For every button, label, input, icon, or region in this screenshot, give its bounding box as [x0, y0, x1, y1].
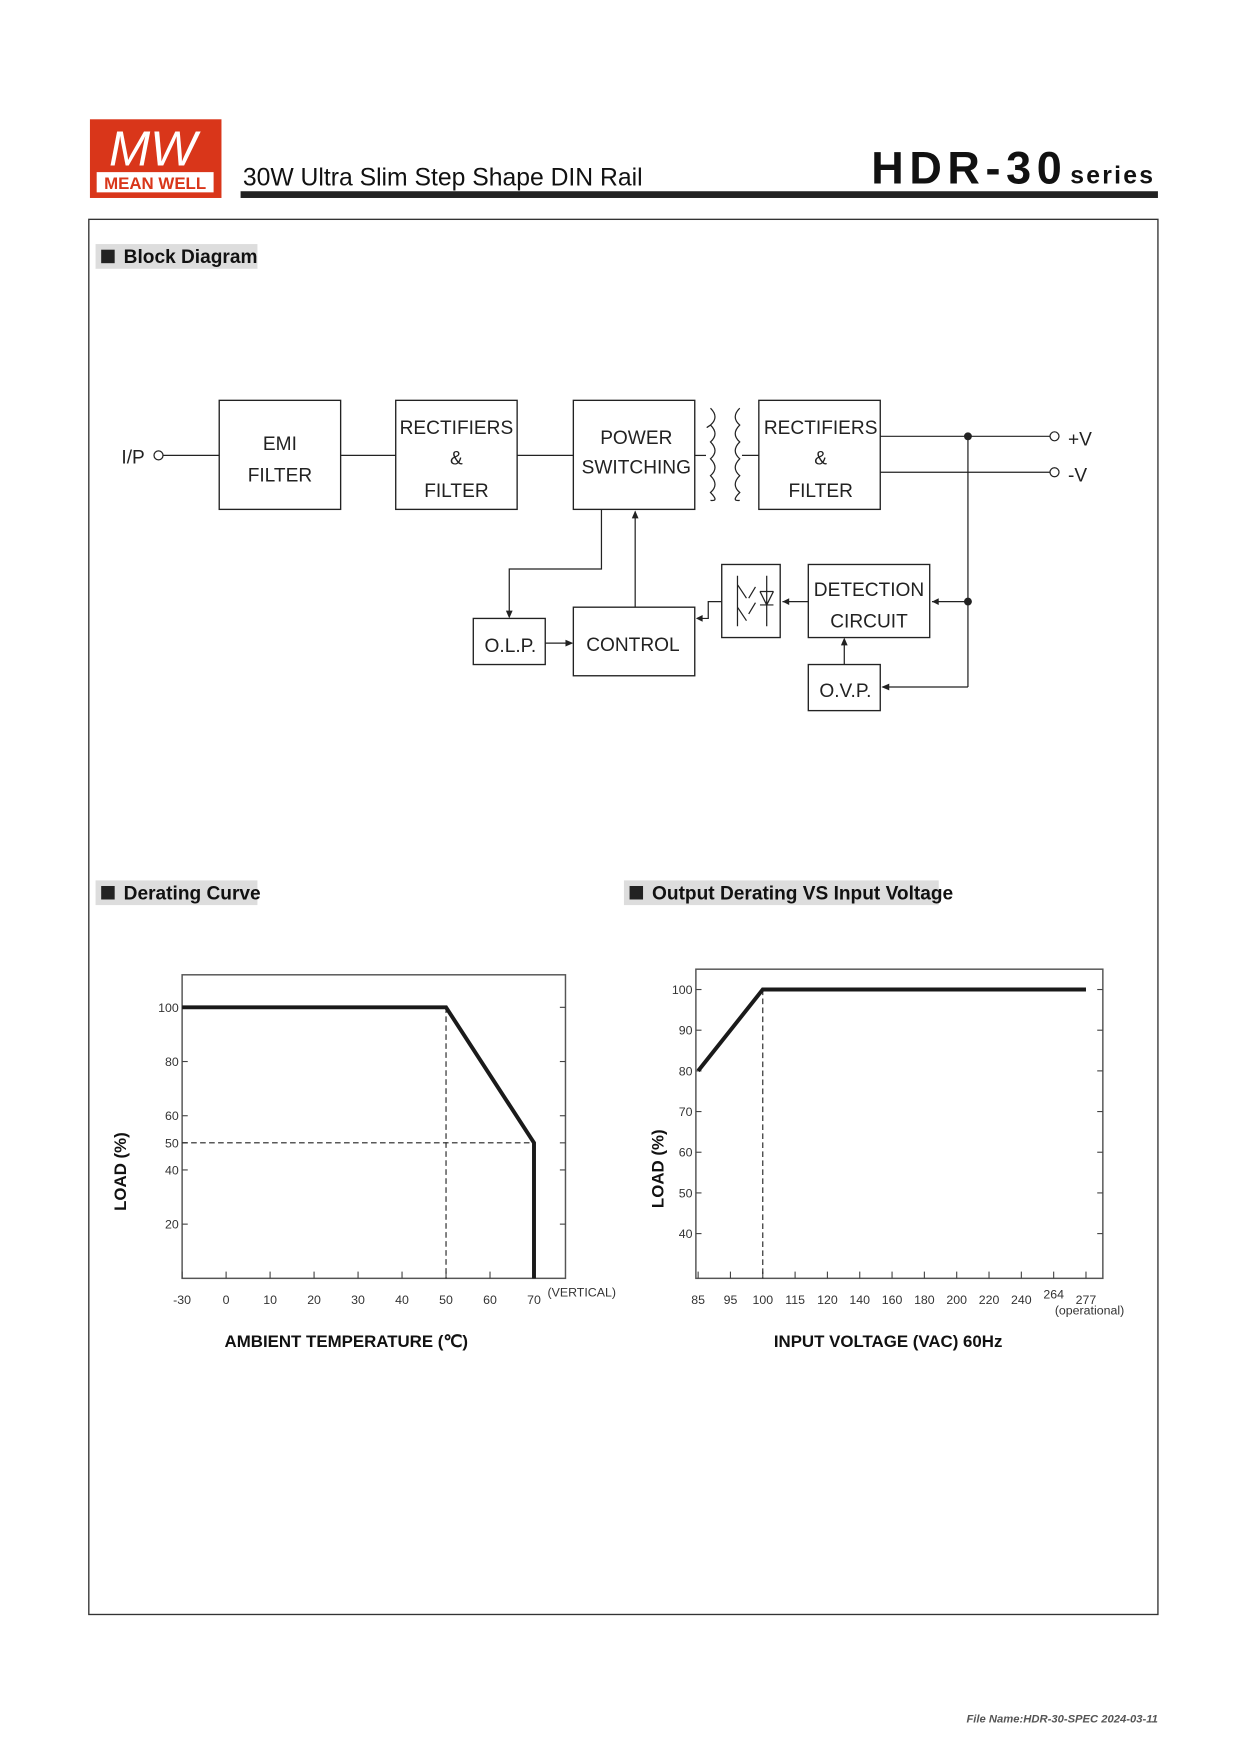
x-axis-label: AMBIENT TEMPERATURE (℃) [225, 1332, 468, 1351]
x-tick-label: 10 [263, 1293, 277, 1307]
x-tick-label: 60 [483, 1293, 497, 1307]
svg-text:O.V.P.: O.V.P. [819, 681, 871, 702]
svg-text:O.L.P.: O.L.P. [485, 636, 537, 657]
output-positive-label: +V [1068, 429, 1092, 450]
x-tick-label: 95 [724, 1293, 738, 1307]
y-tick-label: 40 [679, 1227, 693, 1241]
power-switching-block: POWER SWITCHING [572, 399, 696, 511]
section-header-derating-curve: Derating Curve [95, 880, 261, 906]
y-tick-label: 90 [679, 1024, 693, 1038]
model-name: HDR-30 [871, 142, 1067, 193]
input-voltage-derating-chart: 85 95 100 115 120 140 160 180 200 220 240 264 277(op… [648, 968, 1124, 1351]
plot-area [181, 974, 567, 1280]
svg-text:Output Derating VS Input Volta: Output Derating VS Input Voltage [652, 883, 953, 904]
rectifier-filter-block-primary: RECTIFIERS & FILTER [395, 399, 518, 511]
olp-block: O.L.P. [472, 617, 546, 666]
y-tick-label: 70 [679, 1105, 693, 1119]
y-tick-label: 60 [165, 1109, 179, 1123]
ovp-block: O.V.P. [807, 663, 881, 712]
x-axis-note: (operational) [1055, 1303, 1124, 1317]
x-tick-label: 240 [1011, 1293, 1032, 1307]
x-tick-label: 20 [307, 1293, 321, 1307]
emi-filter-block: EMI FILTER [218, 399, 342, 511]
x-tick-label: 30 [351, 1293, 365, 1307]
x-axis-label: INPUT VOLTAGE (VAC) 60Hz [774, 1332, 1003, 1351]
svg-text:DETECTION: DETECTION [814, 580, 924, 601]
x-tick-label: -30 [173, 1293, 191, 1307]
rectifier-filter-block-secondary: RECTIFIERS & FILTER [758, 399, 881, 511]
y-tick-label: 60 [679, 1146, 693, 1160]
logo-mark: MW [109, 121, 201, 176]
logo-text: MEAN WELL [104, 174, 206, 193]
svg-text:&: & [814, 448, 827, 469]
svg-text:RECTIFIERS: RECTIFIERS [400, 418, 514, 439]
x-tick-label: 40 [395, 1293, 409, 1307]
svg-text:POWER: POWER [600, 428, 672, 449]
svg-text:RECTIFIERS: RECTIFIERS [764, 418, 878, 439]
svg-text:FILTER: FILTER [248, 465, 312, 486]
y-tick-label: 80 [679, 1064, 693, 1078]
svg-text:Derating Curve: Derating Curve [124, 883, 261, 904]
series-label: series [1070, 162, 1155, 189]
section-header-block-diagram: Block Diagram [95, 244, 258, 269]
svg-text:&: & [450, 448, 463, 469]
x-tick-label: 85 [691, 1293, 705, 1307]
content-frame [88, 218, 1159, 1616]
series-line [696, 987, 1086, 1073]
x-tick-label: 220 [979, 1293, 1000, 1307]
x-tick-label: 277 [1076, 1293, 1097, 1307]
y-tick-label: 100 [158, 1001, 179, 1015]
plot-area [695, 968, 1104, 1280]
file-name-footer: File Name:HDR-30-SPEC 2024-03-11 [966, 1713, 1157, 1725]
x-tick-label: 115 [785, 1293, 805, 1307]
x-tick-label: 0 [223, 1293, 230, 1307]
svg-text:SWITCHING: SWITCHING [582, 457, 691, 478]
svg-text:CIRCUIT: CIRCUIT [830, 611, 908, 632]
output-negative-label: -V [1068, 465, 1087, 486]
svg-text:EMI: EMI [263, 434, 297, 455]
x-tick-label: 70 [527, 1293, 541, 1307]
x-axis-note: (VERTICAL) [547, 1285, 615, 1299]
transformer-icon [694, 407, 759, 502]
x-tick-label: 264 [1043, 1288, 1064, 1302]
y-axis-label: LOAD (%) [648, 1129, 667, 1208]
y-tick-label: 80 [165, 1055, 179, 1069]
x-tick-label: 140 [849, 1293, 870, 1307]
product-subtitle: 30W Ultra Slim Step Shape DIN Rail [243, 165, 643, 192]
y-tick-label: 50 [165, 1136, 179, 1150]
x-tick-label: 100 [752, 1293, 773, 1307]
svg-text:FILTER: FILTER [424, 481, 488, 502]
x-tick-label: 200 [946, 1293, 967, 1307]
y-axis-label: LOAD (%) [111, 1132, 130, 1211]
control-block: CONTROL [572, 606, 696, 677]
optocoupler-icon [721, 563, 781, 639]
y-tick-label: 40 [165, 1163, 179, 1177]
detection-circuit-block: DETECTION CIRCUIT [807, 563, 931, 639]
section-header-output-derating: Output Derating VS Input Voltage [623, 880, 953, 906]
svg-text:Block Diagram: Block Diagram [124, 247, 258, 268]
y-tick-label: 100 [672, 983, 693, 997]
svg-text:CONTROL: CONTROL [586, 635, 679, 656]
y-tick-label: 50 [679, 1186, 693, 1200]
header-rule [240, 191, 1158, 198]
x-tick-label: 180 [914, 1293, 935, 1307]
block-diagram: I/P EMI FILTER RECTIFIERS & FILTER POWER… [121, 399, 1092, 712]
x-tick-label: 120 [817, 1293, 838, 1307]
series-line [182, 1005, 536, 1279]
x-tick-label: 50 [439, 1293, 453, 1307]
mean-well-logo: MW MEAN WELL [89, 119, 222, 198]
derating-curve-chart: -30 0 10 20 30 40 50 60 70 (VERTICAL) 100 80 60 50 40 2… [111, 974, 616, 1351]
x-tick-label: 160 [882, 1293, 903, 1307]
svg-text:FILTER: FILTER [788, 481, 852, 502]
input-label: I/P [121, 447, 144, 468]
y-tick-label: 20 [165, 1218, 179, 1232]
